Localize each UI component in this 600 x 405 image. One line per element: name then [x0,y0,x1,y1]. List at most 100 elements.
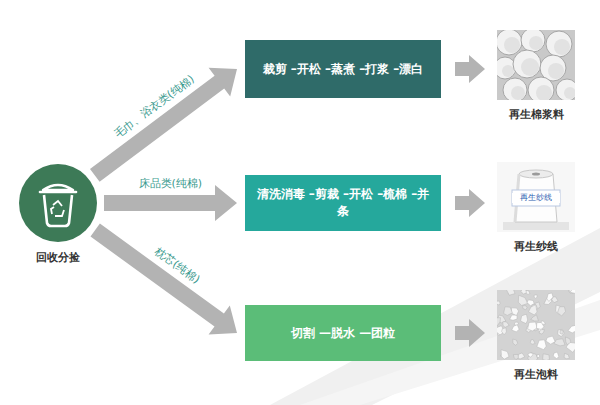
drawing-part [530,340,535,345]
block-arrow [104,185,237,221]
drawing-part [537,340,546,350]
drawing-part [521,30,545,52]
drawing-part [511,308,518,316]
drawing-part [553,352,559,359]
drawing-part [560,330,563,334]
arrow-shape [90,68,237,182]
drawing-part [564,353,569,358]
drawing-part [501,350,509,360]
block-arrow [91,224,238,335]
drawing-part [51,207,54,214]
block-arrow [90,68,237,182]
product-node: 再生泡料 [497,290,575,382]
product-photo: 再生纱线 [497,162,575,232]
process-box: 裁剪 –开松 –蒸煮 –打浆 –漂白 [245,40,441,98]
drawing-part [497,290,575,360]
drawing-part [497,290,575,360]
product-node: 再生棉浆料 [497,30,575,122]
drawing-part [554,39,570,55]
drawing-part [558,329,565,336]
process-steps: 切割 —脱水 —团粒 [291,325,395,342]
product-node: 再生纱线再生纱线 [497,162,575,254]
drawing-part [531,315,539,321]
arrow-shape [455,189,485,217]
drawing-part [18,163,98,243]
node-caption: 回收分捡 [18,250,98,265]
drawing-part [521,58,539,76]
drawing-part [497,318,501,326]
drawing-part [503,78,527,100]
drawing-part [44,195,72,226]
drawing-part [497,162,575,232]
drawing-part [558,307,566,316]
drawing-part [565,337,571,345]
drawing-part [504,37,520,53]
process-steps: 清洗消毒 –剪裁 –开松 –梳棉 –并条 [253,186,433,220]
drawing-part [518,353,525,359]
drawing-part [513,339,518,345]
drawing-part [568,325,575,333]
drawing-part [40,191,76,194]
drawing-part [512,325,519,332]
drawing-part [43,185,73,190]
drawing-part [527,300,534,306]
drawing-part [521,290,527,294]
drawing-part [518,295,527,305]
drawing-part [53,201,62,206]
product-caption: 再生泡料 [497,367,575,382]
drawing-part [546,336,555,344]
arrow-shape [455,319,485,347]
drawing-part [523,306,527,310]
drawing-part [539,329,544,334]
drawing-part [564,87,575,99]
drawing-part [502,328,507,335]
drawing-part [519,170,553,178]
recycle-node: 回收分捡 [18,163,98,265]
drawing-part [556,79,575,100]
drawing-part [543,354,550,360]
drawing-part [521,314,528,323]
drawing-part [528,77,554,100]
drawing-part [19,164,97,242]
drawing-part [537,323,545,330]
drawing-part [511,86,525,100]
drawing-part [528,322,538,331]
drawing-part [570,290,575,293]
product-caption: 再生纱线 [497,239,575,254]
drawing-part [504,307,513,316]
drawing-part [497,30,575,100]
drawing-part [547,293,553,302]
block-arrow [455,55,485,83]
drawing-part [537,354,540,357]
drawing-part [510,315,517,320]
drawing-part [534,295,537,299]
edge-label: 床品类(纯棉) [139,176,203,191]
drawing-part [514,322,519,325]
process-box: 切割 —脱水 —团粒 [245,305,441,361]
product-caption: 再生棉浆料 [497,107,575,122]
spool-label: 再生纱线 [512,193,560,203]
recycle-bin-icon [18,163,98,243]
drawing-part [554,339,565,346]
drawing-part [528,353,538,360]
drawing-part [507,290,516,295]
drawing-part [502,65,514,77]
drawing-part [529,305,538,315]
product-photo [497,30,575,100]
drawing-part [503,222,569,230]
arrow-shape [104,185,237,221]
drawing-part [513,50,541,78]
drawing-part [529,36,543,50]
drawing-part [55,210,64,216]
block-arrow [455,189,485,217]
drawing-part [503,322,509,328]
process-box: 清洗消毒 –剪裁 –开松 –梳棉 –并条 [245,175,441,231]
drawing-part [512,190,560,206]
drawing-part [536,85,552,100]
drawing-part [532,173,540,176]
process-steps: 裁剪 –开松 –蒸煮 –打浆 –漂白 [263,61,424,78]
arrow-shape [455,55,485,83]
arrow-shape [91,224,238,335]
